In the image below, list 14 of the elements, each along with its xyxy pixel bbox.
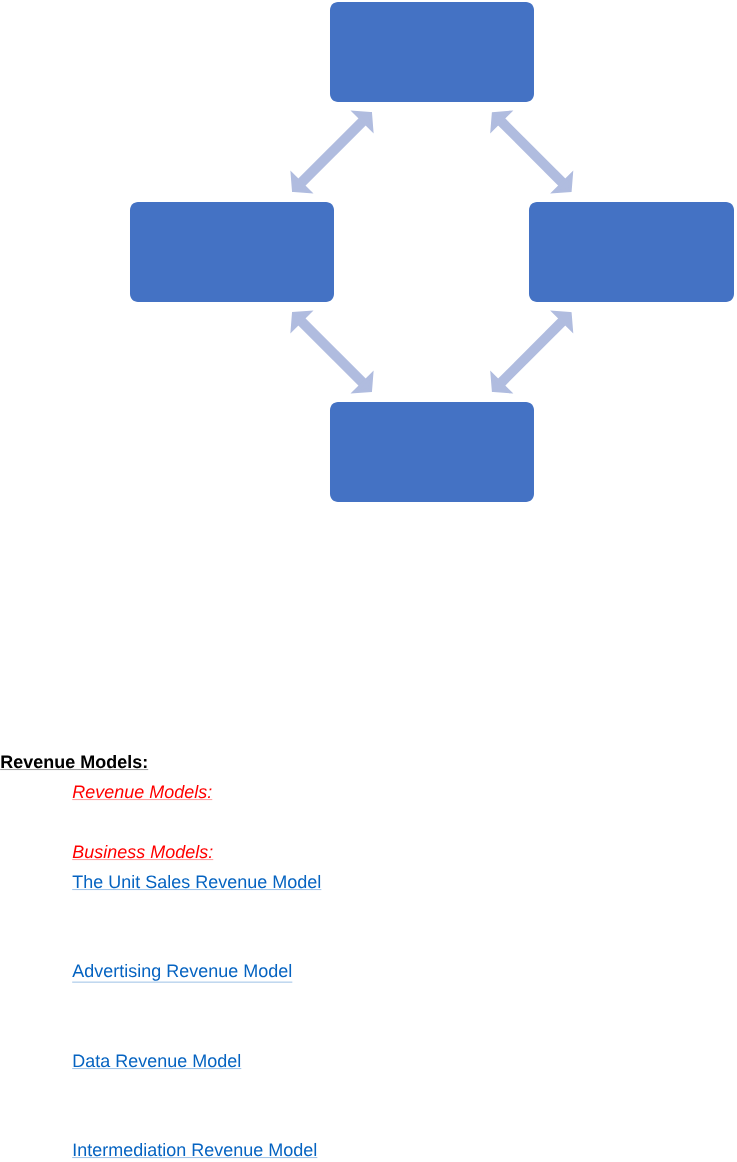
section-heading: Revenue Models:	[0, 754, 149, 770]
link-text: Data Revenue Model	[72, 1053, 242, 1069]
term-label: Business Models:	[72, 844, 214, 860]
process-box	[330, 2, 534, 102]
process-box	[330, 402, 534, 502]
double-arrow	[290, 310, 374, 394]
link-text: Intermediation Revenue Model	[72, 1142, 318, 1158]
process-box	[529, 202, 734, 302]
link-text: Advertising Revenue Model	[72, 963, 293, 983]
double-arrow	[490, 110, 574, 194]
link-text: The Unit Sales Revenue Model	[72, 874, 322, 890]
term-label: Revenue Models:	[72, 784, 213, 800]
process-box	[130, 202, 334, 302]
double-arrow	[290, 110, 374, 194]
